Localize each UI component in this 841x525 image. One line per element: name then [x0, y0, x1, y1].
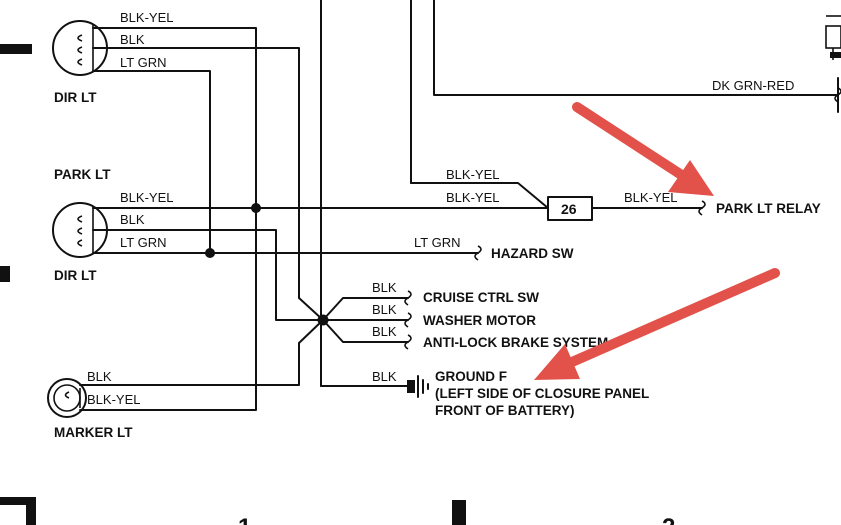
middle-bulb-wires — [92, 207, 549, 321]
wire-label: BLK-YEL — [120, 190, 173, 205]
connector-26-box — [547, 196, 593, 221]
wire-label: DK GRN-RED — [712, 78, 794, 93]
break-symbols — [404, 87, 841, 350]
page-marker-2: 2 — [662, 514, 675, 525]
wire-label: LT GRN — [120, 55, 166, 70]
connector-number: 26 — [561, 201, 577, 217]
wire-label: BLK-YEL — [624, 190, 677, 205]
page-marker-1: 1 — [238, 514, 251, 525]
wire-label: LT GRN — [414, 235, 460, 250]
splice-blk — [317, 314, 329, 326]
blk-junction-wires — [298, 297, 409, 387]
wire-label: LT GRN — [120, 235, 166, 250]
wire-label: BLK — [372, 280, 397, 295]
wire-label: BLK-YEL — [120, 10, 173, 25]
top-bulb-wires — [92, 27, 300, 299]
upper-wires — [320, 0, 839, 387]
wire-label: BLK — [120, 32, 145, 47]
marker-lt-label: MARKER LT — [54, 425, 133, 440]
wire-label: BLK — [372, 302, 397, 317]
wire-label: BLK-YEL — [446, 167, 499, 182]
annotation-arrow-ground — [534, 268, 780, 380]
hazard-sw-label: HAZARD SW — [491, 246, 574, 261]
splice-lt-grn — [205, 248, 215, 258]
ground-label-line2: (LEFT SIDE OF CLOSURE PANEL — [435, 386, 649, 401]
cruise-ctrl-sw-label: CRUISE CTRL SW — [423, 290, 539, 305]
splice-blk-yel — [251, 203, 261, 213]
park-lt-label: PARK LT — [54, 167, 111, 182]
dir-lt-top-label: DIR LT — [54, 90, 97, 105]
wire-label: BLK-YEL — [87, 392, 140, 407]
wire-label: BLK — [372, 369, 397, 384]
relay-symbol-fragment — [825, 15, 841, 60]
anti-lock-brake-label: ANTI-LOCK BRAKE SYSTEM — [423, 335, 608, 350]
wire-label: BLK — [120, 212, 145, 227]
left-edge-block — [0, 44, 32, 54]
annotation-arrow-relay — [572, 102, 714, 196]
wire-label: BLK-YEL — [446, 190, 499, 205]
ground-symbol — [407, 375, 429, 398]
ground-label-line3: FRONT OF BATTERY) — [435, 403, 574, 418]
marker-wires — [79, 214, 324, 411]
marker-lt-lamp — [47, 378, 87, 418]
washer-motor-label: WASHER MOTOR — [423, 313, 536, 328]
ground-label-line1: GROUND F — [435, 369, 507, 384]
bottom-fragments — [0, 497, 466, 525]
dir-lt-bottom-label: DIR LT — [54, 268, 97, 283]
wire-label: BLK — [372, 324, 397, 339]
wire-label: BLK — [87, 369, 112, 384]
left-edge-mark — [0, 266, 10, 282]
park-lt-relay-label: PARK LT RELAY — [716, 201, 821, 216]
relay-feed-wires — [410, 182, 703, 209]
